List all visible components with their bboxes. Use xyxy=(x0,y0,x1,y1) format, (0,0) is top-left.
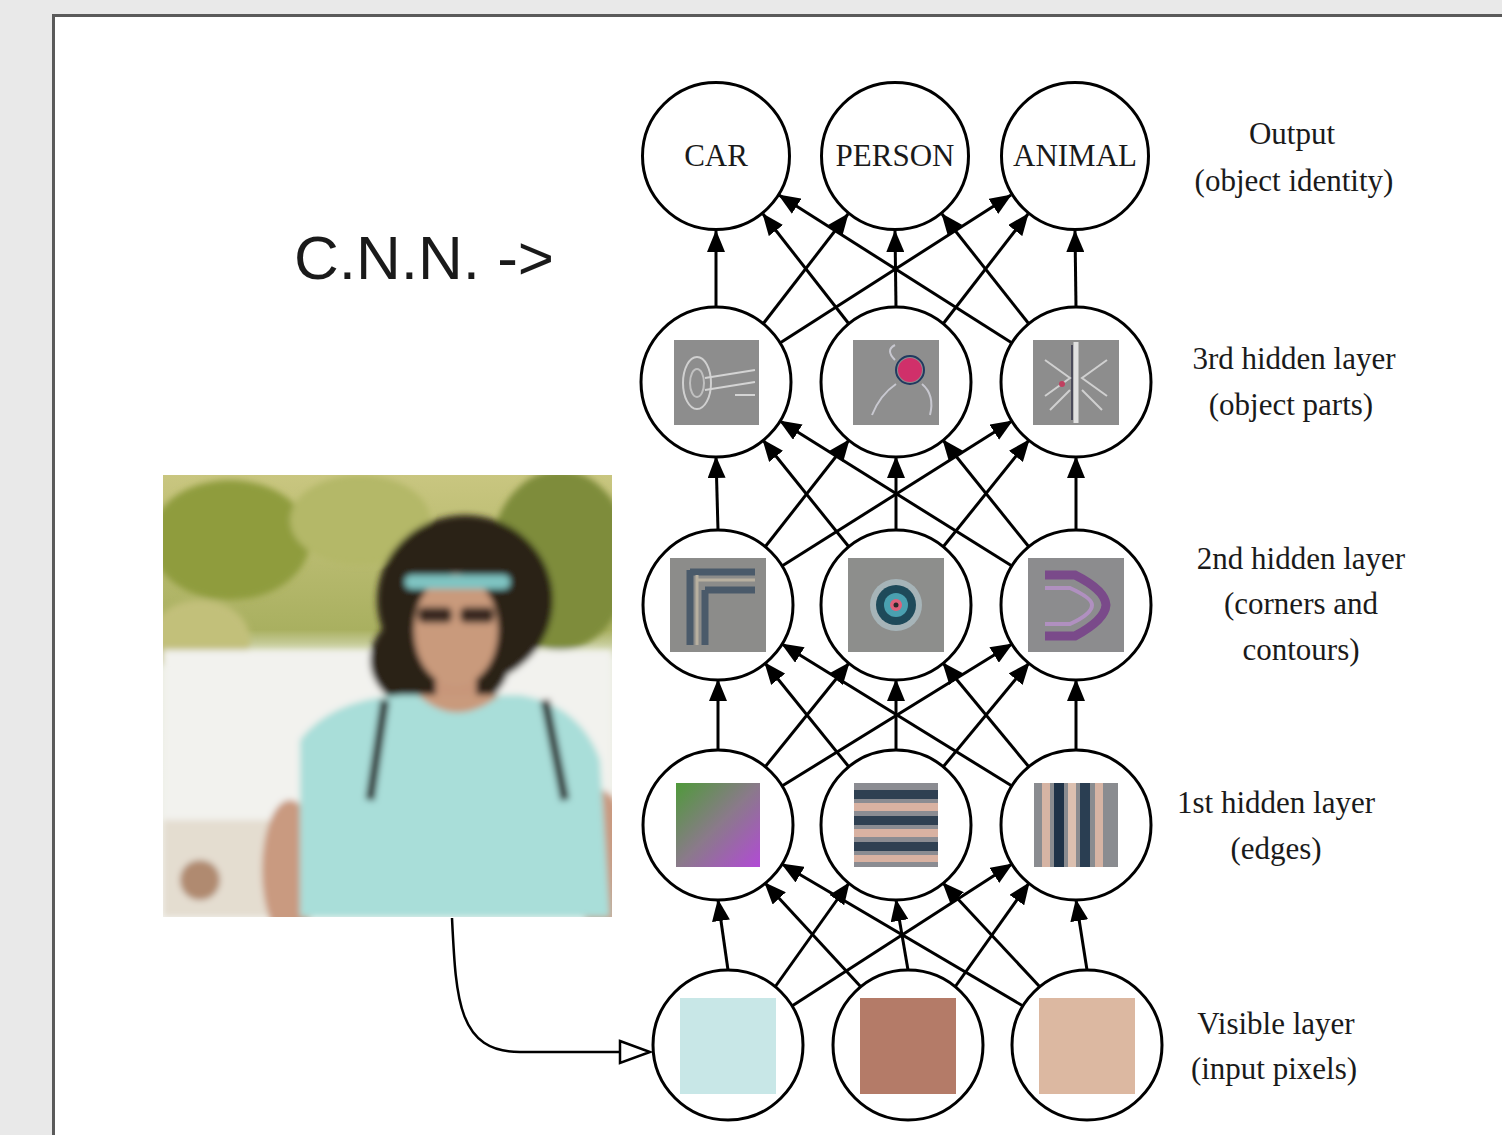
class-label: PERSON xyxy=(836,138,955,174)
part-feature xyxy=(674,340,759,425)
class-label: ANIMAL xyxy=(1013,138,1137,174)
part-feature xyxy=(853,340,939,425)
layer-note: (input pixels) xyxy=(1191,1050,1357,1087)
contour-feature xyxy=(670,558,766,652)
network-title: C.N.N. -> xyxy=(294,221,554,295)
neuron-text-holder: CAR xyxy=(684,138,748,174)
neuron-circles xyxy=(641,307,1162,1120)
layer-name: 3rd hidden layer xyxy=(1192,340,1395,377)
layer-note: (corners and contours) xyxy=(1194,581,1409,673)
class-label: CAR xyxy=(684,138,748,174)
output-neuron: CAR xyxy=(641,81,791,231)
input-photo xyxy=(163,475,612,917)
neuron-text-holder: PERSON xyxy=(836,138,955,174)
contour-feature xyxy=(848,558,944,652)
neuron-text-holder: ANIMAL xyxy=(1013,138,1137,174)
layer-name: 1st hidden layer xyxy=(1177,784,1375,821)
output-neuron: ANIMAL xyxy=(1000,81,1150,231)
layer-name: Visible layer xyxy=(1197,1005,1354,1042)
edge-feature xyxy=(854,783,938,867)
pixel-swatch xyxy=(1039,998,1135,1094)
layer-note: (edges) xyxy=(1230,830,1321,867)
output-neuron: PERSON xyxy=(820,81,970,231)
input-pointer xyxy=(452,918,620,1052)
pixel-swatch xyxy=(860,998,956,1094)
layer-note: (object identity) xyxy=(1195,162,1394,199)
layer-name: Output xyxy=(1249,115,1335,152)
edge-feature xyxy=(1034,783,1118,867)
part-feature xyxy=(1033,340,1119,425)
layer-note: (object parts) xyxy=(1209,386,1373,423)
layer-name: 2nd hidden layer xyxy=(1197,540,1405,577)
pixel-swatch xyxy=(680,998,776,1094)
edge-feature xyxy=(676,783,760,867)
input-pointer-head xyxy=(620,1041,650,1063)
contour-feature xyxy=(1028,558,1124,652)
